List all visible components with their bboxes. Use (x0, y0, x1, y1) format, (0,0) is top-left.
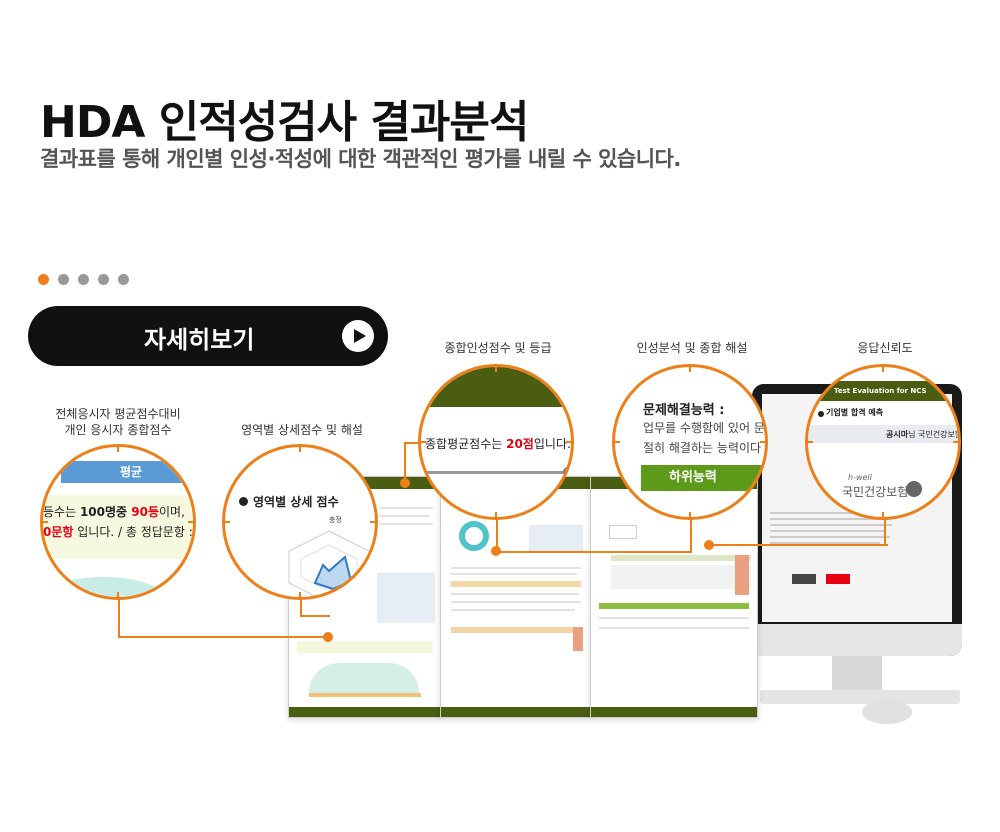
keyboard (760, 690, 960, 704)
zoom-area-heading: 영역별 상세 점수 (253, 495, 339, 509)
mouse (862, 700, 912, 724)
zoom-overall-score: 평균 등수는 100명중 90등이며, 0문항 입니다. / 총 정답문항 : (40, 444, 196, 600)
zoom-sub-ability-badge: 하위능력 (641, 465, 765, 491)
bullet-icon (239, 497, 248, 506)
zoom-area-detail: 영역별 상세 점수 충정 (222, 444, 378, 600)
page-subtitle: 결과표를 통해 개인별 인성·적성에 대한 객관적인 평가를 내릴 수 있습니다… (40, 147, 681, 171)
caption-area-detail: 영역별 상세점수 및 해설 (241, 423, 363, 437)
zoom-response-reliability: Test Evaluation for NCS 기업별 합격 예측 공시마님 국… (805, 364, 961, 520)
caption-personality-grade: 종합인성점수 및 등급 (444, 341, 552, 355)
monitor-stand (832, 656, 882, 692)
zoom-personality-grade: 종합평균점수는 20점입니다. (418, 364, 574, 520)
caption-overall-score: 전체응시자 평균점수대비 개인 응시자 종합점수 (55, 407, 181, 437)
caption-personality-analysis: 인성분석 및 종합 해설 (636, 341, 748, 355)
slider-dot-5[interactable] (118, 274, 129, 285)
play-icon (342, 320, 374, 352)
zoom-tab-average: 평균 (61, 461, 193, 483)
zoom-score-text: 종합평균점수는 20점입니다. (425, 437, 571, 451)
zoom-personality-analysis: 문제해결능력 : 업무를 수행함에 있어 문 절히 해결하는 능력이다 하위능력 (612, 364, 768, 520)
zoom-rank-text: 등수는 100명중 90등이며, (43, 505, 185, 519)
detail-button[interactable]: 자세히보기 (28, 306, 388, 366)
slider-dot-2[interactable] (58, 274, 69, 285)
radar-chart (288, 530, 370, 597)
nhis-logo: 국민건강보험 (842, 485, 909, 499)
zoom-answer-text: 0문항 입니다. / 총 정답문항 : (43, 525, 193, 539)
detail-button-label: 자세히보기 (144, 326, 255, 354)
bullet-icon (818, 411, 824, 417)
zoom-ability-heading: 문제해결능력 : (643, 403, 725, 418)
slider-dot-3[interactable] (78, 274, 89, 285)
zoom-ncs-bar: Test Evaluation for NCS (808, 381, 958, 401)
page-title: HDA 인적성검사 결과분석 (40, 97, 529, 148)
logo-mark-icon (906, 481, 922, 497)
caption-response-reliability: 응답신뢰도 (857, 341, 913, 355)
slider-dot-4[interactable] (98, 274, 109, 285)
slider-pagination (38, 274, 129, 285)
slider-dot-1[interactable] (38, 274, 49, 285)
zoom-prediction-row: 공시마님 국민건강보험공 (886, 430, 958, 439)
